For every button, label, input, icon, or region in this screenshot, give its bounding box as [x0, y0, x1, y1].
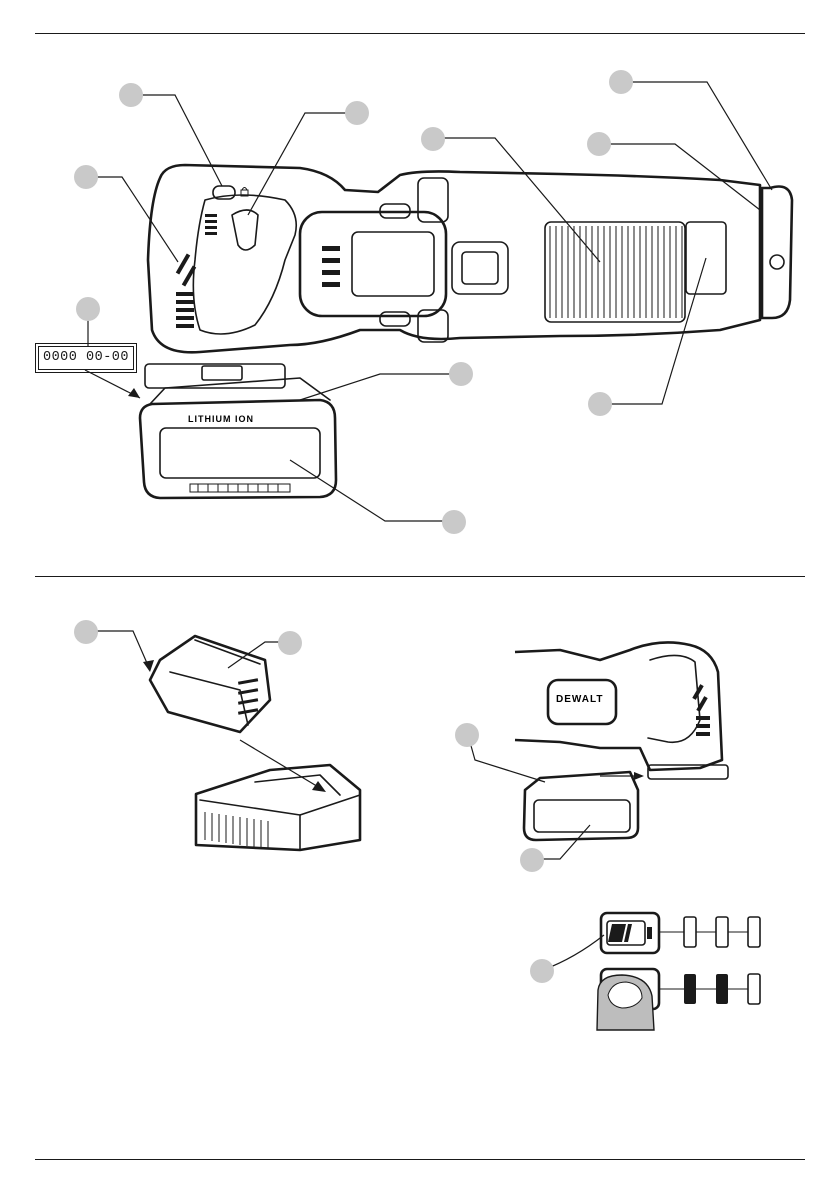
- insert-arrow-shaft: [240, 740, 320, 788]
- battery-front-panel: [160, 428, 320, 478]
- battery-base-pattern: [190, 484, 290, 492]
- insert-arrow-head: [312, 781, 326, 792]
- battery-pack-c: [524, 772, 638, 840]
- leader-2: [248, 113, 355, 215]
- battery-latch-c: [648, 765, 728, 779]
- callout-c1: [455, 723, 479, 747]
- pivoting-shoe: [762, 187, 792, 319]
- figure-a-reciprocating-saw: LITHIUM ION: [74, 70, 792, 534]
- callout-b1: [74, 620, 98, 644]
- gauge-led-2-on: [716, 974, 728, 1004]
- leader-6: [621, 82, 772, 190]
- callout-6: [609, 70, 633, 94]
- gauge-led-1-off: [684, 917, 696, 947]
- handle-vents-c: [692, 684, 710, 736]
- gauge-led-3-off: [748, 917, 760, 947]
- trigger: [232, 210, 258, 250]
- leader-4: [433, 138, 600, 262]
- figure-b-battery-charging: [74, 620, 360, 850]
- leader-3: [86, 177, 178, 262]
- callout-10: [442, 510, 466, 534]
- vent-slots-handle: [205, 214, 217, 235]
- brand-badge-text: DEWALT: [556, 694, 603, 705]
- housing-side-panel: [452, 242, 508, 294]
- lower-clip: [380, 312, 410, 326]
- battery-pack-tilted: [150, 636, 270, 732]
- callout-7: [76, 297, 100, 321]
- figure-c-battery-installation: DEWALT: [455, 642, 728, 872]
- figure-d-fuel-gauge: [530, 913, 760, 1030]
- date-code-label: 0000 00-00: [38, 346, 134, 370]
- gauge-led-1-on: [684, 974, 696, 1004]
- callout-c2: [520, 848, 544, 872]
- rear-handle-outline: [148, 165, 760, 352]
- charger-icon: [196, 765, 360, 850]
- callout-9: [588, 392, 612, 416]
- callout-d1: [530, 959, 554, 983]
- leader-1: [131, 95, 222, 186]
- callout-5: [587, 132, 611, 156]
- upper-clamp: [418, 178, 448, 222]
- leader-9: [290, 460, 454, 521]
- battery-stamp-text: LITHIUM ION: [188, 414, 254, 424]
- callout-3: [74, 165, 98, 189]
- callout-b2: [278, 631, 302, 655]
- battery-fuel-gauge-icon: [601, 913, 659, 953]
- brand-badge-plate: [202, 366, 242, 380]
- callout-1: [119, 83, 143, 107]
- motor-housing-ribs: [322, 246, 340, 287]
- callout-2: [345, 101, 369, 125]
- callout-8: [449, 362, 473, 386]
- shoe-pivot: [770, 255, 784, 269]
- housing-side-panel-inner: [462, 252, 498, 284]
- motor-housing-frame: [300, 212, 446, 316]
- gauge-led-2-off: [716, 917, 728, 947]
- gauge-led-3-off-b: [748, 974, 760, 1004]
- callout-4: [421, 127, 445, 151]
- tool-body-partial: [515, 642, 722, 770]
- front-grip-texture: [545, 222, 685, 322]
- motor-housing-badge: [352, 232, 434, 296]
